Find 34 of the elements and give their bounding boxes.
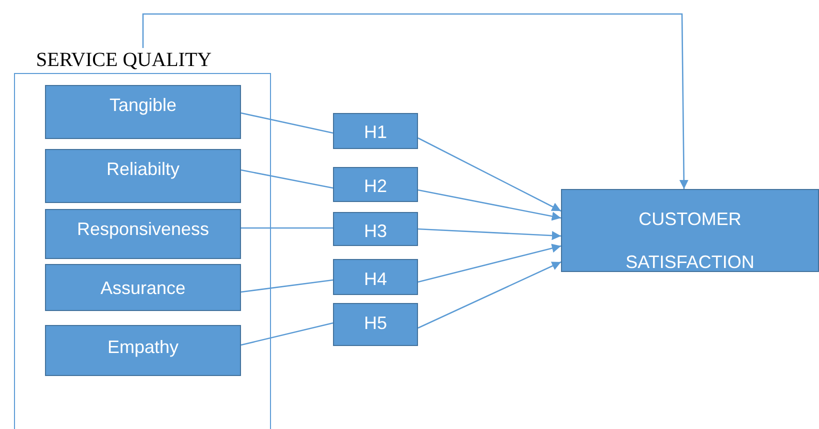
box-label: H1 bbox=[362, 121, 388, 143]
box-label: Responsiveness bbox=[76, 218, 210, 240]
box-label: H2 bbox=[362, 175, 388, 197]
arrow bbox=[418, 244, 562, 283]
hypothesis-box bbox=[333, 167, 418, 202]
dimension-box bbox=[45, 325, 241, 376]
connector-line bbox=[240, 279, 334, 293]
box-label: CUSTOMER SATISFACTION bbox=[624, 208, 756, 274]
hypothesis-box bbox=[333, 303, 418, 346]
dimension-box bbox=[45, 209, 241, 259]
arrow bbox=[418, 137, 562, 212]
hypothesis-box bbox=[333, 259, 418, 295]
connector-line bbox=[240, 169, 334, 189]
arrow bbox=[418, 189, 562, 221]
box-label: Tangible bbox=[108, 94, 178, 116]
arrow bbox=[142, 13, 688, 189]
dimension-box bbox=[45, 85, 241, 139]
box-label: Assurance bbox=[99, 277, 187, 299]
arrow bbox=[418, 261, 562, 329]
box-label: H3 bbox=[362, 220, 388, 242]
box-label: H5 bbox=[362, 312, 388, 334]
group-heading: SERVICE QUALITY bbox=[36, 48, 212, 72]
dimension-box bbox=[45, 149, 241, 203]
box-label: Reliabilty bbox=[105, 158, 181, 180]
box-label: H4 bbox=[362, 268, 388, 290]
connector-line bbox=[240, 112, 334, 134]
dimension-box bbox=[45, 264, 241, 311]
box-label: Empathy bbox=[106, 336, 180, 358]
hypothesis-box bbox=[333, 212, 418, 246]
connector-line bbox=[240, 322, 334, 346]
connector-line bbox=[241, 227, 333, 229]
arrow bbox=[418, 228, 562, 240]
hypothesis-box bbox=[333, 113, 418, 149]
outcome-box bbox=[561, 189, 819, 272]
